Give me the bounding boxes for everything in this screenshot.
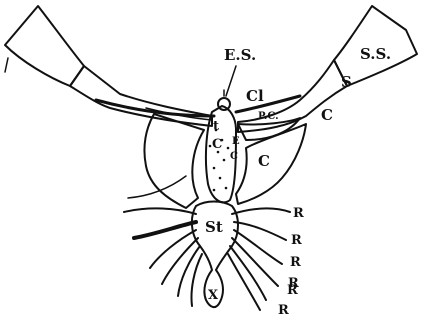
label-t: t — [213, 120, 219, 133]
label-r2: R — [291, 234, 302, 247]
label-r1: R — [293, 207, 304, 220]
label-e: E — [232, 137, 240, 147]
label-es: E.S. — [224, 48, 256, 63]
left-ribs — [124, 208, 202, 306]
label-x: X — [208, 289, 218, 302]
label-pc: P.C. — [258, 112, 279, 122]
left-blade-edge — [5, 58, 8, 72]
label-c-small: C — [230, 152, 238, 162]
episternum-knob — [218, 98, 230, 110]
label-r5: R — [287, 284, 298, 297]
label-st: St — [205, 220, 223, 235]
label-s: S — [341, 75, 352, 90]
label-c-right: C — [321, 108, 333, 123]
label-r3: R — [290, 256, 301, 269]
label-cl: Cl — [246, 89, 264, 104]
label-c-lower: C — [258, 154, 270, 169]
left-suprascapula — [5, 6, 84, 86]
label-r6: R — [278, 304, 289, 317]
left-coracoid — [144, 114, 204, 208]
label-ss: S.S. — [360, 47, 391, 62]
es-pointer — [226, 66, 236, 96]
label-c-inner: C — [212, 138, 222, 151]
